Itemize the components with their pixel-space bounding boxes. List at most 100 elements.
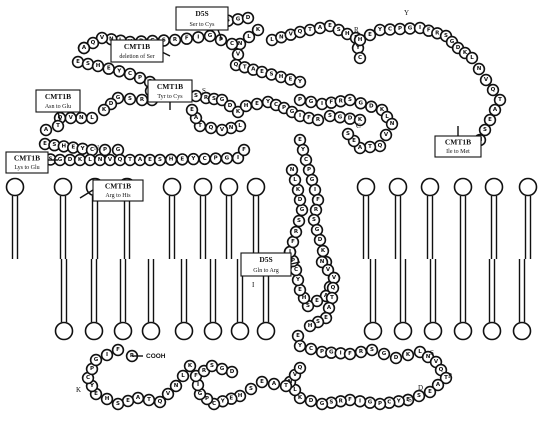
svg-text:P: P — [307, 167, 311, 173]
lipid-inner — [86, 259, 103, 340]
amino-acid-residue: D — [315, 235, 326, 246]
position-mark: Y — [404, 9, 409, 17]
amino-acid-residue: Q — [328, 283, 339, 294]
svg-text:K: K — [188, 363, 193, 369]
svg-text:F: F — [348, 397, 352, 403]
svg-text:S: S — [316, 319, 320, 325]
svg-text:P: P — [320, 349, 324, 355]
svg-text:N: N — [98, 157, 103, 163]
svg-text:Q: Q — [378, 143, 383, 149]
svg-text:C: C — [309, 346, 313, 352]
amino-acid-residue: S — [367, 345, 378, 356]
svg-text:H: H — [96, 63, 101, 69]
lipid-inner — [143, 259, 160, 340]
amino-acid-residue: Q — [206, 123, 217, 134]
svg-text:H: H — [61, 143, 66, 149]
mutation-gene: CMT1B — [445, 137, 471, 146]
amino-acid-residue: V — [105, 155, 116, 166]
svg-text:L: L — [470, 55, 474, 61]
amino-acid-residue: A — [79, 43, 90, 54]
amino-acid-residue: F — [345, 349, 356, 360]
svg-text:G: G — [116, 95, 121, 101]
svg-text:S: S — [370, 347, 374, 353]
mutation-change: Ile to Met — [446, 149, 470, 155]
amino-acid-residue: D — [306, 396, 317, 407]
amino-acid-residue: T — [305, 25, 316, 36]
amino-acid-residue: A — [135, 155, 146, 166]
svg-text:E: E — [296, 333, 300, 339]
svg-text:Q: Q — [209, 125, 214, 131]
amino-acid-residue: P — [395, 24, 406, 35]
mutation-gene: CMT1B — [14, 153, 40, 162]
amino-acid-residue: D — [391, 353, 402, 364]
svg-text:N: N — [290, 167, 295, 173]
amino-acid-residue: D — [243, 13, 254, 24]
svg-text:G: G — [208, 33, 213, 39]
svg-text:D: D — [318, 237, 323, 243]
amino-acid-residue: E — [295, 135, 306, 146]
amino-acid-residue: E — [103, 63, 114, 74]
amino-acid-residue: C — [301, 155, 312, 166]
amino-acid-residue: G — [91, 355, 102, 366]
amino-acid-residue: V — [65, 113, 76, 124]
svg-text:G: G — [382, 351, 387, 357]
svg-text:G: G — [58, 157, 63, 163]
svg-text:H: H — [302, 295, 307, 301]
svg-text:K: K — [236, 109, 241, 115]
amino-acid-residue: E — [177, 154, 188, 165]
svg-text:T: T — [368, 144, 372, 150]
svg-text:G: G — [290, 109, 295, 115]
svg-text:V: V — [384, 132, 389, 138]
amino-acid-residue: V — [233, 49, 244, 60]
mutation-label-cmt1b-ile-met: CMT1B Ile to Met — [435, 126, 481, 157]
svg-text:D: D — [68, 157, 73, 163]
svg-text:K: K — [298, 395, 303, 401]
svg-text:S: S — [348, 97, 352, 103]
svg-text:F: F — [116, 347, 120, 353]
amino-acid-residue: G — [317, 399, 328, 410]
lipid-inner — [176, 259, 193, 340]
svg-text:F: F — [194, 373, 198, 379]
svg-text:C: C — [212, 401, 216, 407]
amino-acid-residue: T — [53, 121, 64, 132]
svg-text:H: H — [244, 103, 249, 109]
amino-acid-residue: R — [356, 347, 367, 358]
svg-text:I: I — [299, 113, 301, 119]
amino-acid-residue: K — [99, 105, 110, 116]
amino-acid-residue: G — [217, 364, 228, 375]
amino-acid-residue: G — [312, 225, 323, 236]
amino-acid-residue: Y — [375, 25, 386, 36]
lipid-outer — [358, 179, 375, 260]
svg-text:Q: Q — [91, 40, 96, 46]
amino-acid-residue: T — [144, 395, 155, 406]
amino-acid-residue: T — [495, 95, 506, 106]
svg-text:I: I — [321, 101, 323, 107]
svg-text:E: E — [328, 23, 332, 29]
svg-text:Q: Q — [298, 29, 303, 35]
amino-acid-residue: Q — [115, 155, 126, 166]
svg-text:H: H — [345, 31, 350, 37]
amino-acid-residue: G — [306, 97, 317, 108]
svg-text:D: D — [298, 197, 303, 203]
svg-text:V: V — [236, 52, 241, 58]
amino-acid-residue: N — [474, 64, 485, 75]
amino-acid-residue: G — [233, 14, 244, 25]
svg-text:V: V — [220, 127, 225, 133]
position-mark: S — [202, 87, 206, 95]
amino-acid-residue: L — [178, 371, 189, 382]
svg-text:L: L — [238, 123, 242, 129]
amino-acid-residue: S — [414, 391, 425, 402]
amino-acid-residue: I — [355, 396, 366, 407]
svg-text:S: S — [337, 27, 341, 33]
lipid-outer — [422, 179, 439, 260]
svg-text:I: I — [419, 25, 421, 31]
amino-acid-residue: S — [325, 111, 336, 122]
svg-text:I: I — [106, 352, 108, 358]
mutation-gene: D5S — [195, 9, 208, 18]
svg-text:P: P — [103, 147, 107, 153]
amino-acid-residue: E — [365, 30, 376, 41]
svg-text:S: S — [210, 363, 214, 369]
amino-acid-residue: L — [467, 53, 478, 64]
svg-text:E: E — [71, 145, 75, 151]
